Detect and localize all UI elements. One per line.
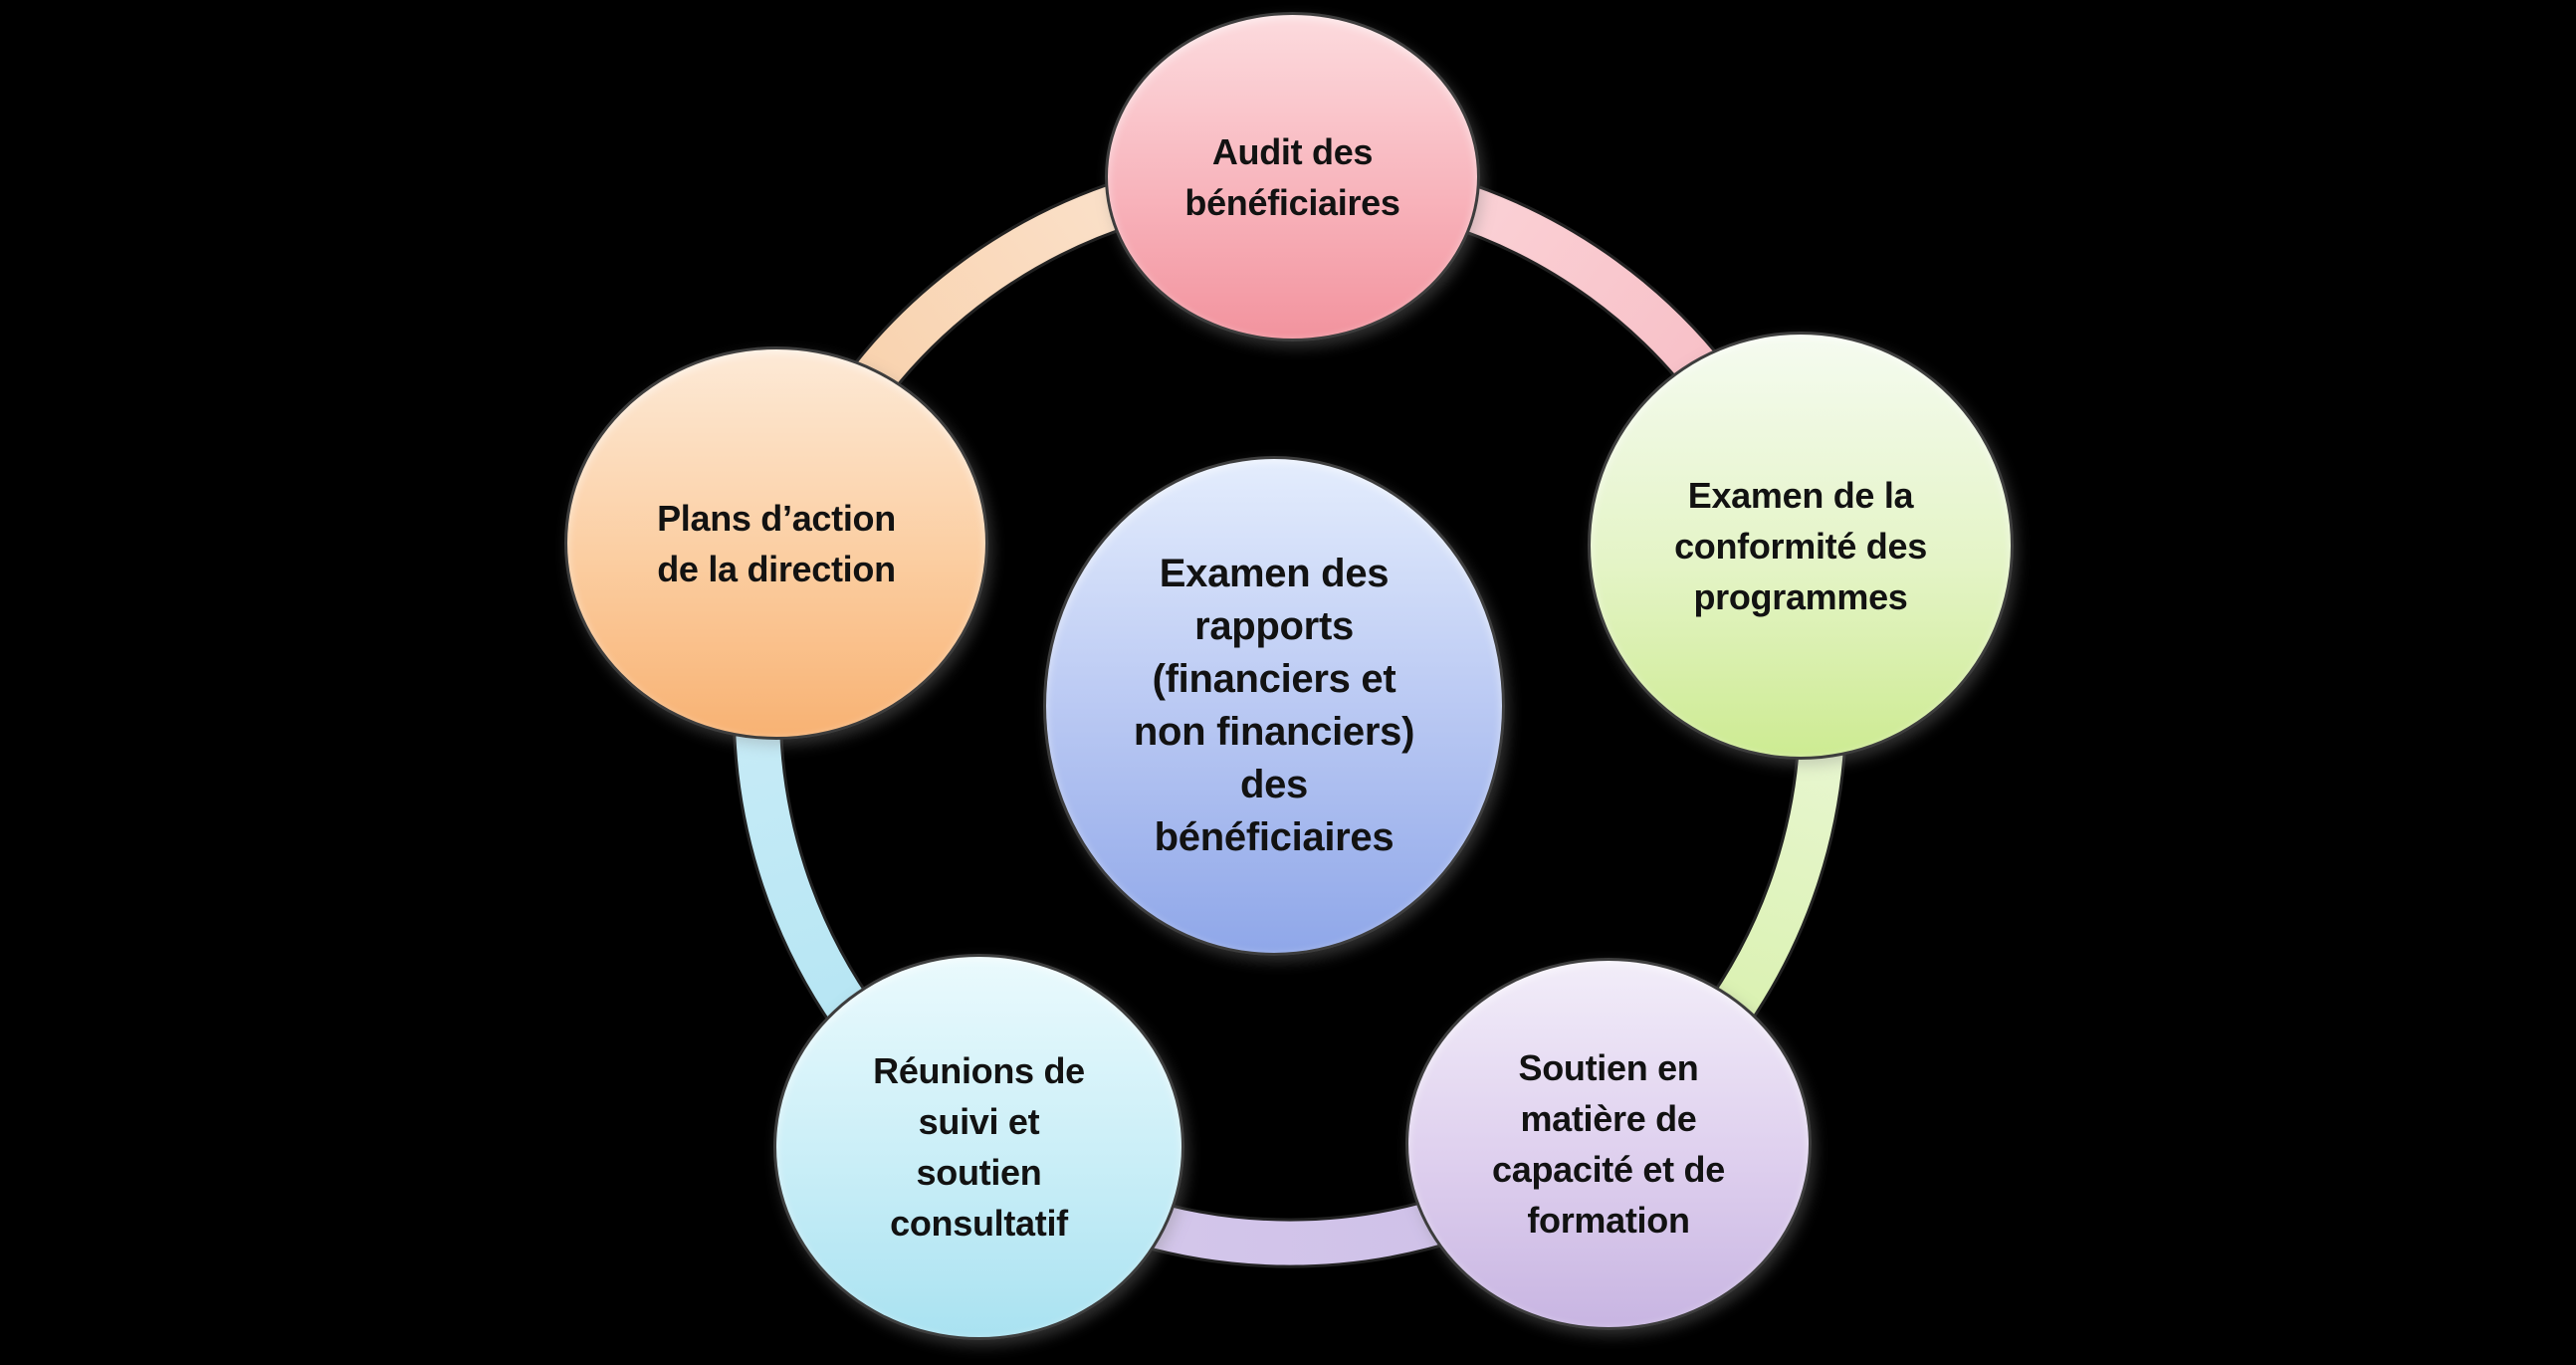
node-center-examen-rapports: Examen des rapports (financiers et non f… (1043, 456, 1505, 956)
node-audit-label: Audit des bénéficiaires (1184, 130, 1400, 223)
node-examen-conformite-programmes: Examen de la conformité des programmes (1588, 332, 2014, 760)
node-center-label: Examen des rapports (financiers et non f… (1133, 552, 1415, 859)
node-reunions-label: Réunions de suivi et soutien consultatif (873, 1050, 1085, 1244)
node-reunions-suivi-soutien: Réunions de suivi et soutien consultatif (773, 954, 1184, 1340)
node-plans-label: Plans d’action de la direction (657, 497, 896, 589)
node-plans-action-direction: Plans d’action de la direction (564, 346, 988, 740)
node-soutien-label: Soutien en matière de capacité et de for… (1492, 1047, 1725, 1241)
node-conformite-label: Examen de la conformité des programmes (1674, 474, 1927, 617)
node-soutien-capacite-formation: Soutien en matière de capacité et de for… (1405, 958, 1812, 1330)
node-audit-des-beneficiaires: Audit des bénéficiaires (1105, 12, 1480, 341)
